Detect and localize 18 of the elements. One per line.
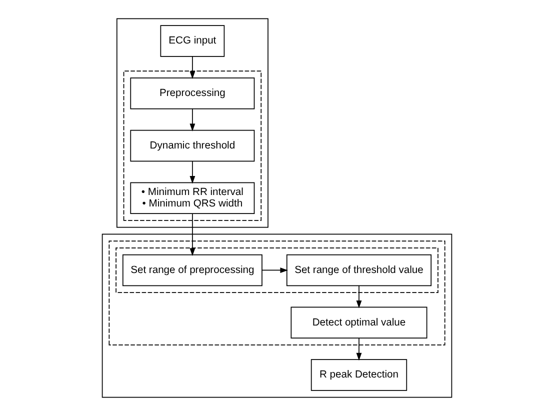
arrow [189,160,195,184]
node-box: ECG input [160,25,224,57]
node-box: Detect optimal value [290,306,427,338]
node-box: Set range of preprocessing [122,254,262,286]
arrow [356,285,362,308]
arrow [189,56,195,80]
cluster [101,234,452,398]
cluster [108,240,445,346]
node-box: R peak Detection [310,359,407,391]
arrow [261,268,288,273]
node-box: • Minimum RR interval • Minimum QRS width [130,182,254,214]
node-box: Dynamic threshold [130,130,254,162]
arrow [189,108,195,132]
node-box: Set range of threshold value [286,254,432,286]
node-box: Preprocessing [130,78,254,110]
arrow [356,338,362,361]
cluster [116,18,268,228]
arrow [189,213,195,256]
